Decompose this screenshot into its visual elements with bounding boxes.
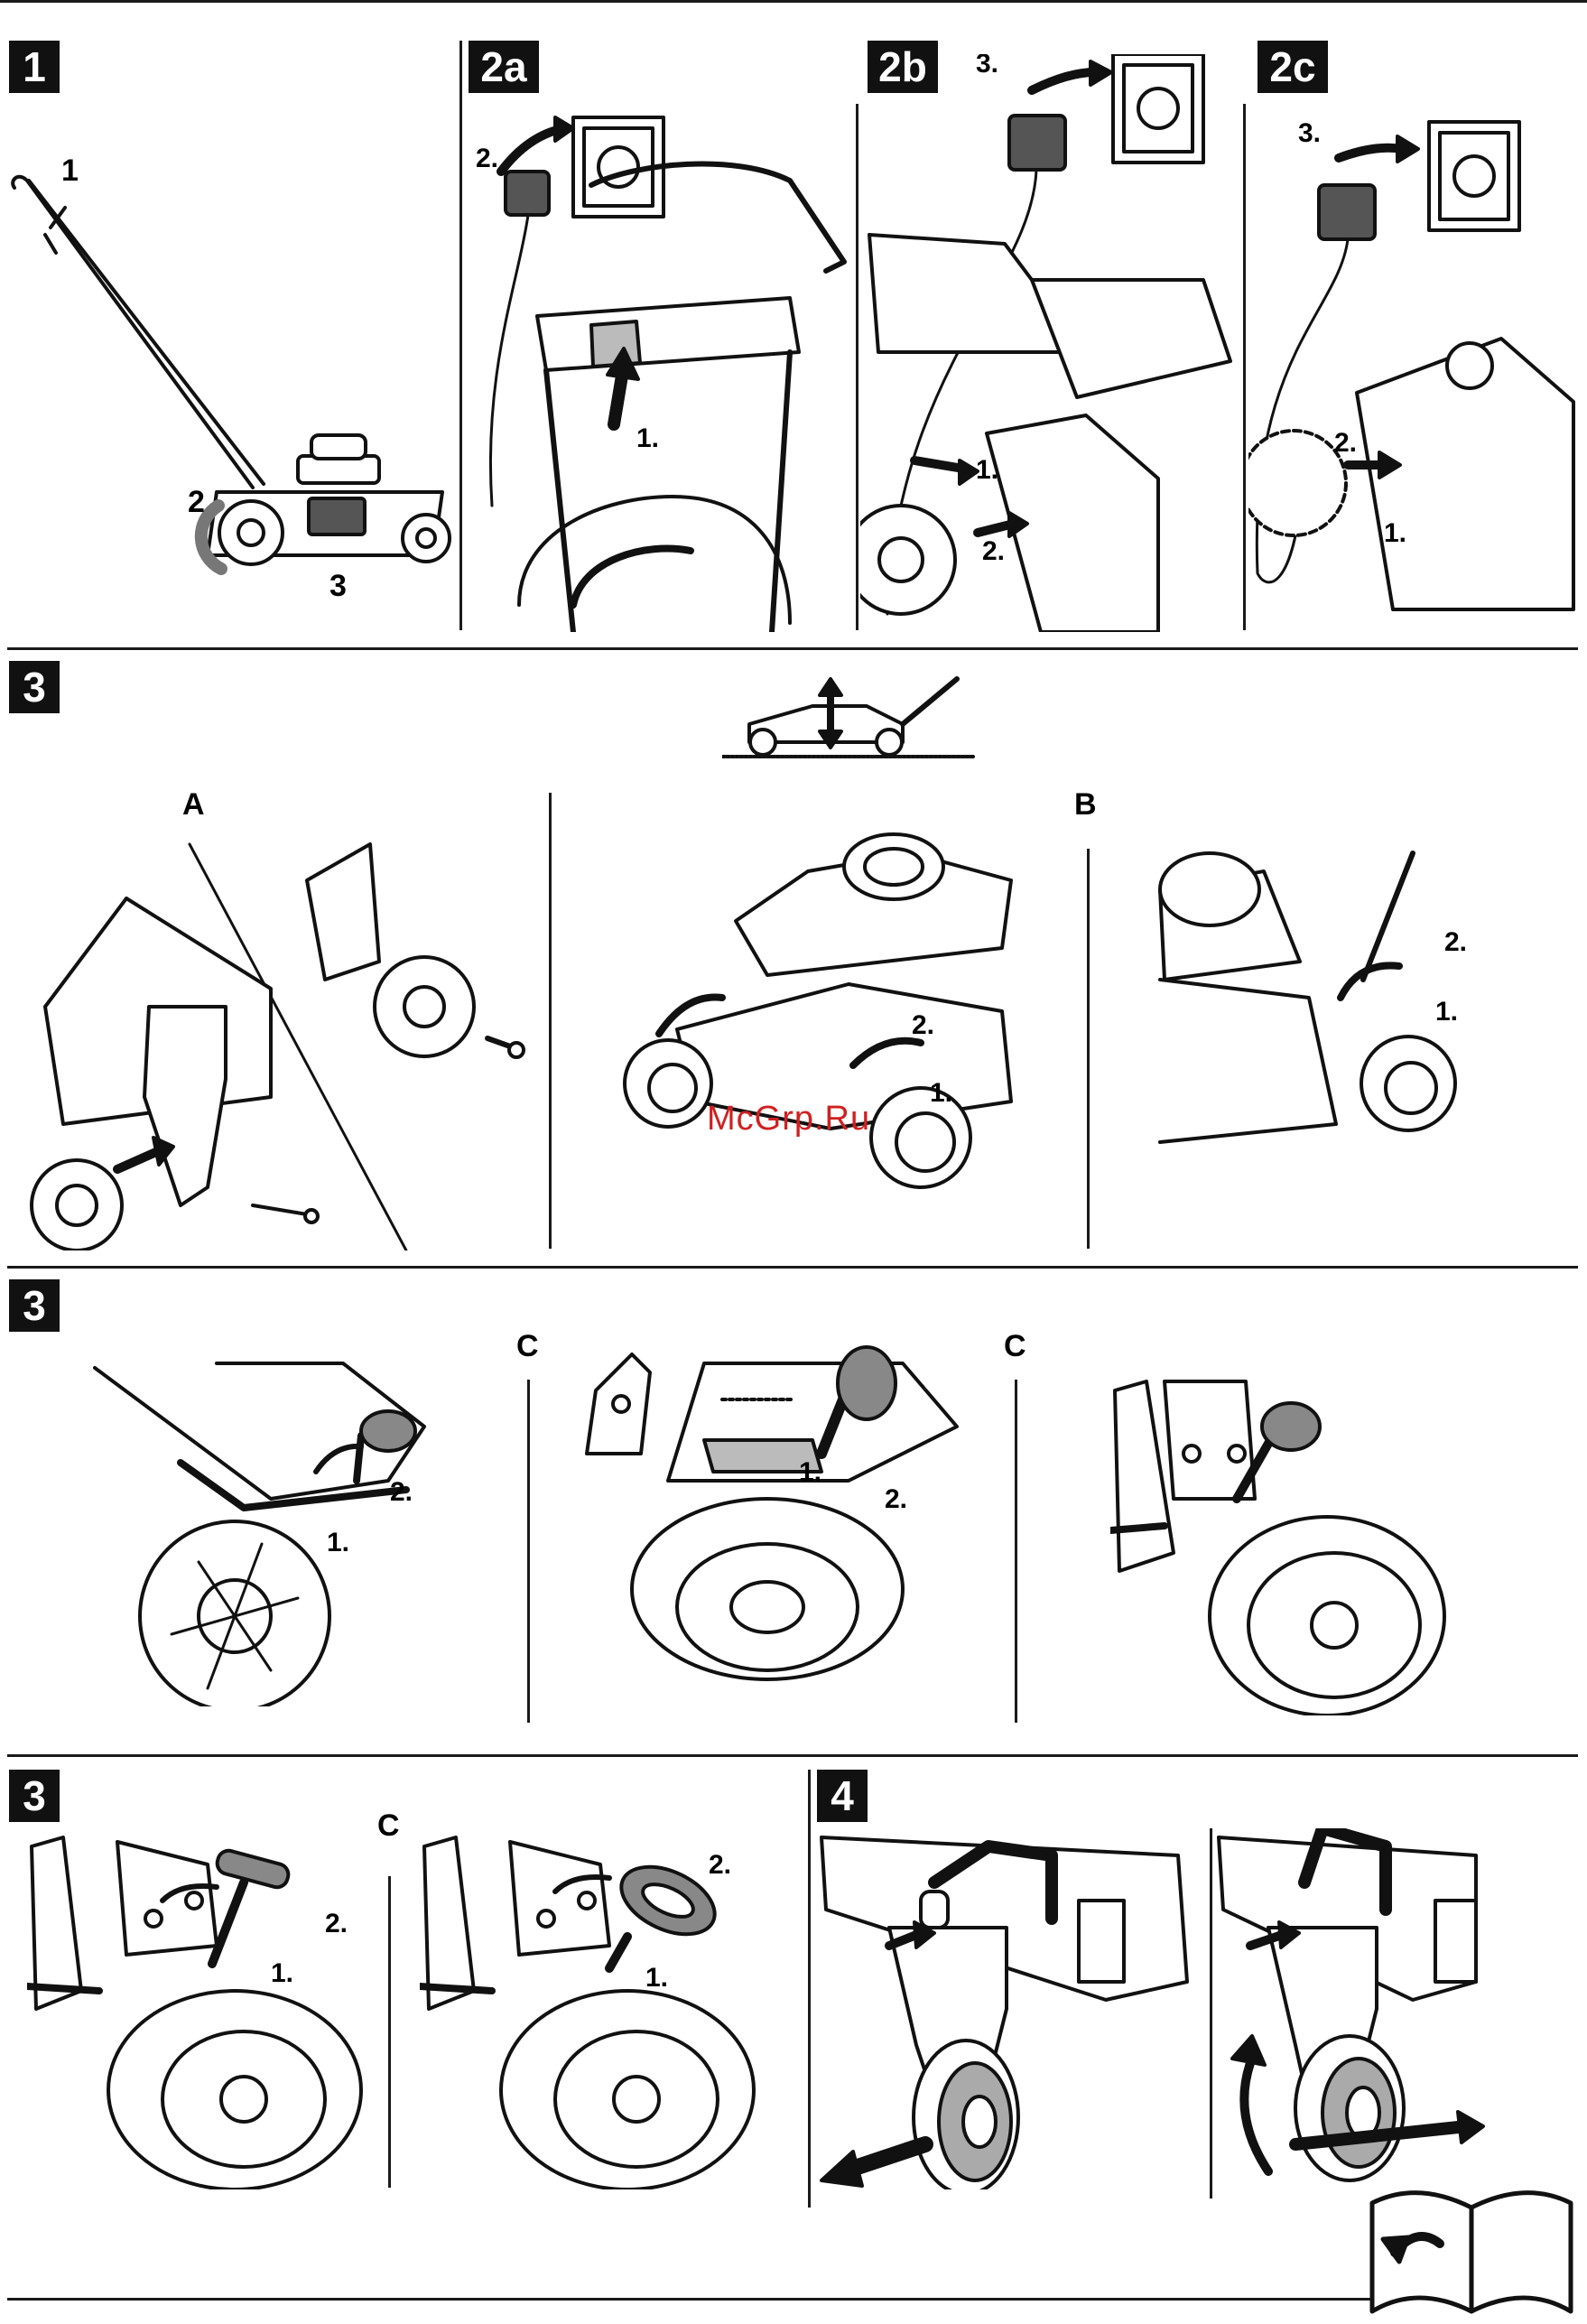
part-label-handle: 1 [61,153,79,188]
step-label-2b-2: 2. [982,536,1005,566]
illustration-lever-row4-c: 2. 1. [420,1828,803,2189]
divider-3a-b [1087,849,1090,1249]
step-label-2c-1: 1. [1384,518,1406,548]
divider-3c-left [388,1876,391,2188]
divider-3a-mid [549,793,552,1249]
step-badge-3-row2: 3 [9,661,60,713]
step-label-2a-1: 1. [636,423,659,453]
step-badge-1: 1 [9,41,60,93]
illustration-swivel-wheel-locked [817,1828,1205,2189]
step-label-b-2: 2. [1444,927,1467,957]
step-label-row2-1: 1. [930,1078,952,1108]
variant-label-c-1: C [516,1329,539,1364]
step-label-lever-left-2: 2. [390,1477,413,1507]
divider-3c-4 [808,1770,811,2208]
variant-label-c-2: C [1004,1329,1026,1364]
step-label-2a-2: 2. [476,144,498,173]
step-label-row4-c-1: 1. [645,1963,668,1993]
variant-label-a: A [182,787,205,823]
step-label-row4-c-2: 2. [709,1850,731,1880]
step-label-row4-left-1: 1. [271,1958,293,1988]
illustration-charging-2b: 3. 1. 2. [860,54,1239,632]
step-badge-4: 4 [817,1770,868,1822]
divider-3b-c2 [1015,1380,1017,1723]
divider-2a-2b [856,104,858,630]
divider-row2 [7,1266,1578,1269]
watermark: McGrp.Ru [707,1100,870,1139]
step-badge-3-row3: 3 [9,1279,60,1332]
step-label-2c-3: 3. [1298,118,1321,148]
step-label-lever-left-1: 1. [327,1528,349,1557]
step-badge-2c: 2c [1258,41,1328,93]
illustration-swivel-wheel-free [1214,1828,1485,2189]
top-border [0,0,1587,3]
step-label-c1-1: 1. [799,1457,821,1487]
part-label-battery: 3 [329,569,347,603]
open-book-icon [1363,2176,1580,2320]
illustration-mower-overview: 1 2 3 [9,144,456,632]
step-badge-2a: 2a [469,41,539,93]
illustration-charging-2c: 3. 2. 1. [1248,104,1578,632]
illustration-lever-c1: 1. 2. [578,1336,1002,1715]
divider-row1 [7,647,1578,650]
divider-1-2a [459,41,462,630]
step-label-2b-3: 3. [976,54,998,79]
part-label-cutting-height: 2 [188,485,205,519]
cutting-height-icon [722,670,975,760]
variant-label-b: B [1074,787,1097,823]
step-label-row4-left-2: 2. [325,1909,348,1938]
step-label-c1-2: 2. [885,1484,907,1514]
step-label-2c-2: 2. [1334,428,1357,458]
step-label-row2-2: 2. [912,1010,934,1040]
divider-row3 [7,1754,1578,1757]
illustration-charging-2a: 2. 1. [465,99,853,632]
illustration-lever-left: 2. 1. [90,1345,515,1706]
step-badge-3-row4: 3 [9,1770,60,1822]
divider-4-mid [1210,1828,1212,2199]
illustration-lever-c2 [1110,1372,1471,1715]
illustration-height-a [18,826,542,1250]
step-label-2b-1: 1. [976,455,998,485]
illustration-height-b: 2. 1. [1155,835,1580,1214]
illustration-lever-row4-left: 2. 1. [27,1828,384,2189]
divider-2b-2c [1243,104,1246,630]
step-label-b-1: 1. [1435,997,1458,1027]
divider-3b-c1 [527,1380,530,1723]
bottom-border [7,2298,1370,2301]
